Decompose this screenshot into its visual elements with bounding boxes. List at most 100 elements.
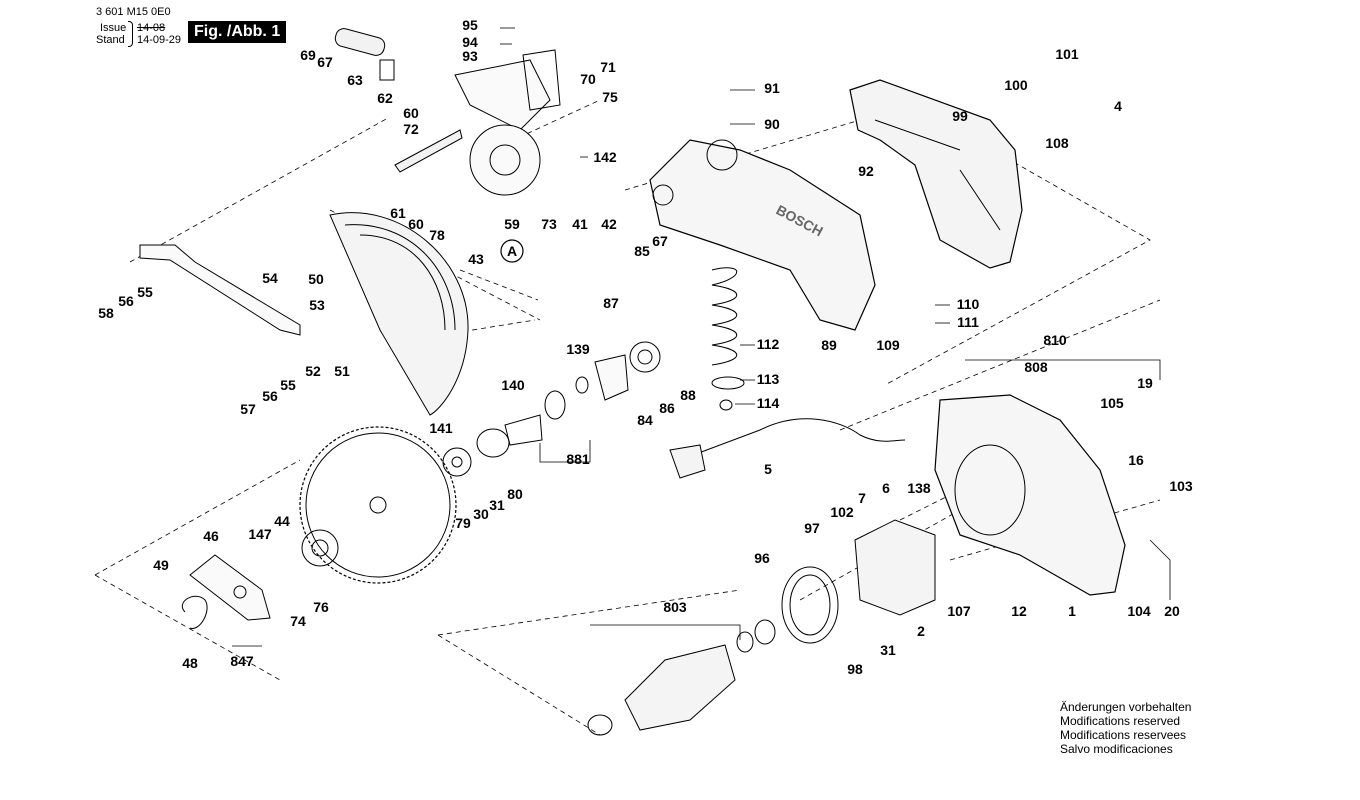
part-number-54: 54 [262,270,278,286]
part-number-147: 147 [248,526,272,542]
part-number-7: 7 [858,490,866,506]
flange-washers [301,428,510,567]
part-number-72: 72 [403,121,419,137]
issue-label: Issue [100,22,127,34]
part-number-62: 62 [377,90,393,106]
leader-lines [232,27,1171,647]
part-number-138: 138 [907,480,931,496]
part-number-73: 73 [541,216,557,232]
part-number-139: 139 [566,341,590,357]
part-number-56: 56 [262,388,278,404]
part-number-94: 94 [462,34,478,50]
modifications-notice: Änderungen vorbehalten Modifications res… [1060,700,1191,756]
part-number-810: 810 [1043,332,1067,348]
part-number-70: 70 [580,71,596,87]
part-number-71: 71 [600,59,616,75]
part-number-50: 50 [308,271,324,287]
stand-value: 14-09-29 [137,34,182,46]
part-number-93: 93 [462,48,478,64]
part-number-104: 104 [1127,603,1151,619]
handle-assembly [849,79,1023,269]
motor-frame [934,394,1126,596]
part-number-60: 60 [408,216,424,232]
part-number-63: 63 [347,72,363,88]
notice-line-de: Änderungen vorbehalten [1060,700,1192,714]
saw-blade [299,426,457,584]
guard-linkage [139,28,561,336]
callout-a-label: A [507,243,517,259]
notice-line-es: Salvo modificaciones [1060,742,1173,756]
part-number-85: 85 [634,243,650,259]
part-number-55: 55 [137,284,153,300]
blade-guard [329,212,469,416]
part-number-42: 42 [601,216,617,232]
part-number-90: 90 [764,116,780,132]
part-number-79: 79 [455,515,471,531]
part-number-78: 78 [429,227,445,243]
part-number-55: 55 [280,377,296,393]
part-number-97: 97 [804,520,820,536]
part-number-89: 89 [821,337,837,353]
part-number-881: 881 [566,451,590,467]
part-number-98: 98 [847,661,863,677]
part-number-12: 12 [1011,603,1027,619]
part-number-110: 110 [957,296,980,312]
part-number-101: 101 [1055,46,1079,62]
part-number-48: 48 [182,655,198,671]
part-number-67: 67 [317,54,333,70]
field-coil [781,519,936,644]
part-number-67: 67 [652,233,668,249]
part-number-88: 88 [680,387,696,403]
notice-line-en: Modifications reserved [1060,714,1181,728]
part-number-141: 141 [429,420,453,436]
part-number-95: 95 [462,17,478,33]
part-number-142: 142 [593,149,617,165]
part-number-20: 20 [1164,603,1180,619]
part-number-102: 102 [830,504,854,520]
part-number-108: 108 [1045,135,1069,151]
part-number-49: 49 [153,557,169,573]
notice-line-fr: Modifications reservees [1060,728,1187,742]
motor-housing: BOSCH [649,139,876,331]
part-number-107: 107 [947,603,971,619]
part-number-103: 103 [1169,478,1193,494]
part-number-19: 19 [1137,375,1153,391]
part-number-52: 52 [305,363,321,379]
part-number-57: 57 [240,401,256,417]
part-number-99: 99 [952,108,968,124]
return-spring [711,267,745,411]
part-number-112: 112 [757,336,780,352]
part-number-44: 44 [274,513,290,529]
part-number-41: 41 [572,216,588,232]
part-number-84: 84 [637,412,653,428]
part-number-105: 105 [1100,395,1124,411]
part-number-76: 76 [313,599,329,615]
part-number-4: 4 [1114,98,1122,114]
part-number-1: 1 [1068,603,1076,619]
part-number-100: 100 [1004,77,1028,93]
part-number-91: 91 [764,80,780,96]
part-number-53: 53 [309,297,325,313]
part-number-75: 75 [602,89,618,105]
part-number-69: 69 [300,47,316,63]
part-number-114: 114 [757,395,780,411]
part-number-43: 43 [468,251,484,267]
part-number-847: 847 [230,653,254,669]
figure-label: Fig. /Abb. 1 [188,21,287,43]
issue-value: 14-08 [137,22,166,34]
part-number-31: 31 [880,642,896,658]
part-number-6: 6 [882,480,890,496]
part-number-92: 92 [858,163,874,179]
power-cord [669,418,906,479]
part-number-87: 87 [603,295,619,311]
part-number-803: 803 [663,599,687,615]
part-number-58: 58 [98,305,114,321]
part-number-2: 2 [917,623,925,639]
issue-stand-brace [128,21,133,47]
part-number-30: 30 [473,506,489,522]
callout-a: A [500,239,524,263]
part-number-16: 16 [1128,452,1144,468]
part-number-140: 140 [501,377,525,393]
